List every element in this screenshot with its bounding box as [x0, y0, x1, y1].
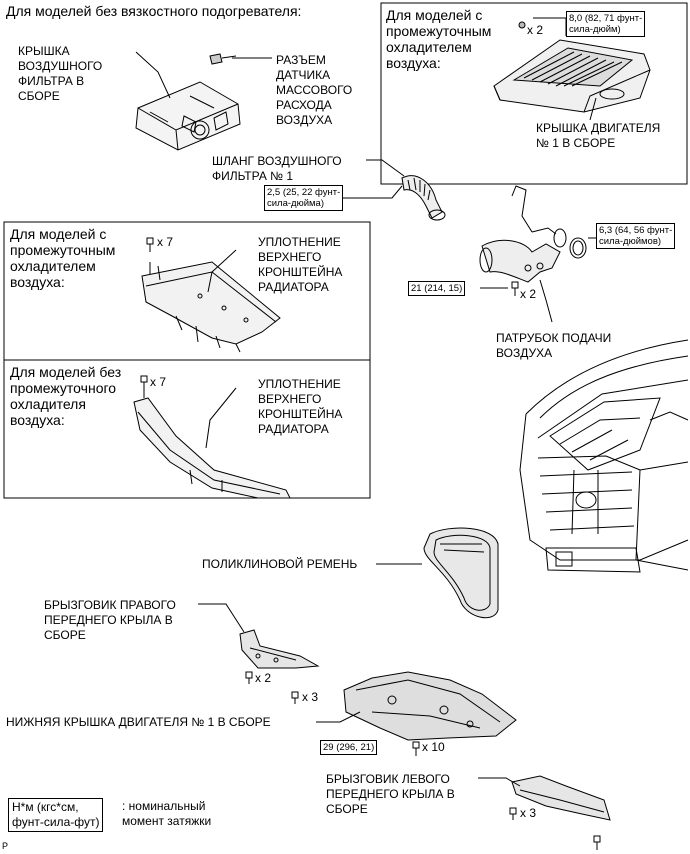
count-rh-a: x 2 [255, 671, 272, 685]
box-without-intercooler-title: Для моделей без промежуточного охладител… [10, 364, 122, 428]
torque-duct-bolt: 21 (214, 15) [408, 281, 466, 296]
torque-air-hose: 2,5 (25, 22 фунт- сила-дюйма) [264, 185, 344, 211]
count-seal-1: x 7 [157, 235, 174, 249]
air-inlet-duct-drawing [479, 185, 587, 283]
label-air-cleaner-cap: КРЫШКА ВОЗДУШНОГО ФИЛЬТРА В СБОРЕ [18, 44, 103, 103]
label-under-cover: НИЖНЯЯ КРЫШКА ДВИГАТЕЛЯ № 1 В СБОРЕ [6, 715, 271, 729]
count-under-cover: x 10 [422, 740, 445, 754]
torque-duct-clamp: 6,3 (64, 56 фунт- сила-дюймов) [596, 223, 676, 249]
count-seal-2: x 7 [150, 375, 167, 389]
rh-fender-shield-drawing [239, 629, 320, 669]
header-no-vc-heater: Для моделей без вязкостного подогревател… [6, 3, 302, 19]
air-hose-drawing [401, 175, 446, 221]
torque-engine-cover: 8,0 (82, 71 фунт- сила-дюйм) [566, 11, 646, 37]
footer-mark: P [2, 841, 9, 851]
under-cover-drawing [343, 671, 517, 741]
label-maf-connector: РАЗЪЕМ ДАТЧИКА МАССОВОГО РАСХОДА ВОЗДУХА [276, 53, 353, 127]
label-v-belt: ПОЛИКЛИНОВОЙ РЕМЕНЬ [202, 557, 358, 571]
label-lh-shield: БРЫЗГОВИК ЛЕВОГО ПЕРЕДНЕГО КРЫЛА В СБОРЕ [326, 772, 455, 816]
maf-connector-drawing [209, 53, 237, 65]
lh-fender-shield-drawing [511, 775, 611, 821]
torque-under-cover: 29 (296, 21) [320, 740, 378, 755]
label-engine-cover: КРЫШКА ДВИГАТЕЛЯ № 1 В СБОРЕ [536, 121, 661, 150]
engine-cover-drawing [493, 21, 651, 113]
box-with-intercooler-top-title: Для моделей с промежуточным охладителем … [386, 7, 492, 71]
vehicle-front-drawing [519, 339, 689, 573]
count-lh: x 3 [520, 806, 537, 820]
count-duct-bolt: x 2 [520, 287, 537, 301]
legend-desc: : номинальный момент затяжки [122, 799, 212, 828]
v-belt-drawing [423, 527, 499, 619]
legend-unit-box: Н*м (кгс*см, фунт-сила-фут) [8, 798, 104, 832]
air-cleaner-cap-drawing [135, 81, 241, 151]
count-rh-b: x 3 [302, 690, 319, 704]
label-radiator-seal-2: УПЛОТНЕНИЕ ВЕРХНЕГО КРОНШТЕЙНА РАДИАТОРА [258, 377, 343, 436]
legend-unit: Н*м (кгс*см, фунт-сила-фут) [12, 800, 100, 829]
box-with-intercooler-title: Для моделей с промежуточным охладителем … [10, 226, 116, 290]
label-inlet-duct: ПАТРУБОК ПОДАЧИ ВОЗДУХА [496, 331, 612, 360]
bolt-icons [140, 237, 601, 850]
label-rh-shield: БРЫЗГОВИК ПРАВОГО ПЕРЕДНЕГО КРЫЛА В СБОР… [44, 598, 176, 642]
label-radiator-seal-1: УПЛОТНЕНИЕ ВЕРХНЕГО КРОНШТЕЙНА РАДИАТОРА [258, 235, 343, 294]
radiator-seal-2-drawing [133, 390, 291, 499]
label-air-hose: ШЛАНГ ВОЗДУШНОГО ФИЛЬТРА № 1 [212, 154, 342, 183]
count-engine-cover: x 2 [527, 23, 544, 37]
